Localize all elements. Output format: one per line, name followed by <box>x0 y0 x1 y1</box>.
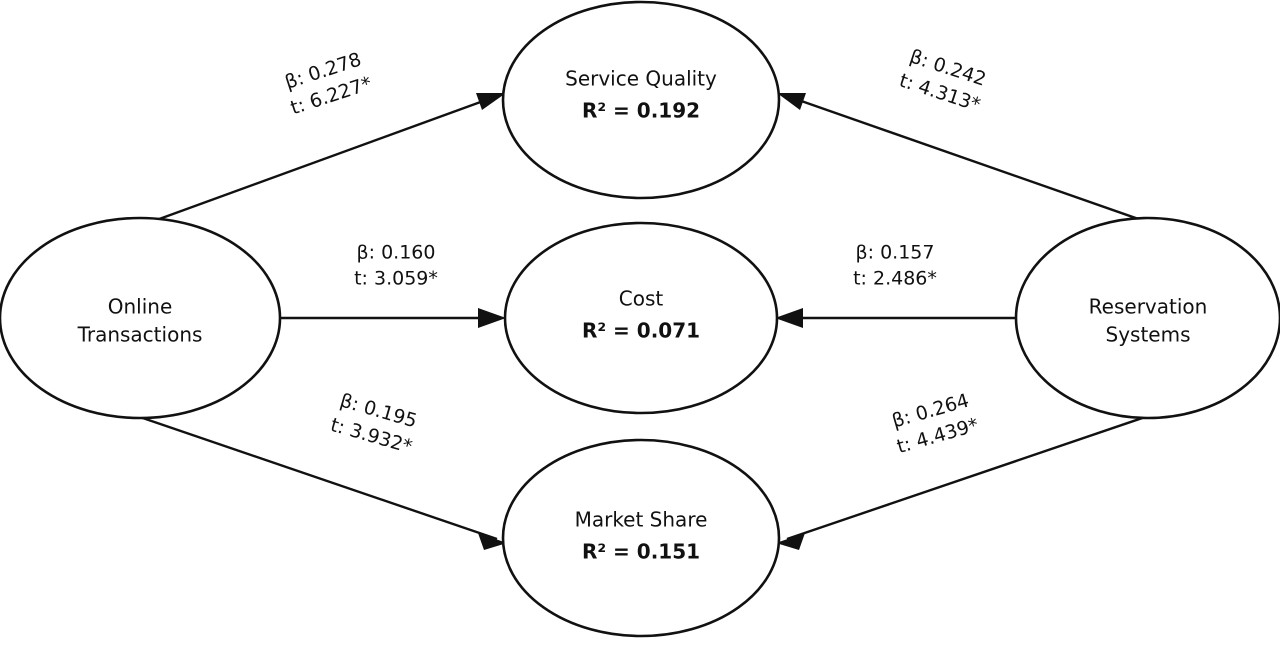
edge-online-transactions-to-service-quality <box>150 93 506 224</box>
edge-line <box>786 94 1148 224</box>
edge-label-online-transactions-to-cost: β: 0.160 t: 3.059* <box>354 242 438 290</box>
node-r2-value: R² = 0.151 <box>582 540 700 564</box>
arrowhead-icon <box>775 308 803 328</box>
node-label-line1: Cost <box>619 287 664 311</box>
node-reservation-systems[interactable]: Reservation Systems <box>1014 216 1280 420</box>
node-r2-value: R² = 0.192 <box>582 99 700 123</box>
node-label-line2: Transactions <box>77 323 203 347</box>
node-r2-value: R² = 0.071 <box>582 319 700 343</box>
edge-reservation-systems-to-service-quality <box>777 93 1148 224</box>
node-market-share[interactable]: Market Share R² = 0.151 <box>501 438 781 638</box>
node-online-transactions[interactable]: Online Transactions <box>0 216 282 420</box>
arrowhead-icon <box>777 93 806 110</box>
edge-reservation-systems-to-cost <box>775 308 1018 328</box>
edge-line <box>150 94 498 224</box>
node-shape <box>0 216 282 420</box>
beta-value: β: 0.160 <box>357 242 436 264</box>
edge-online-transactions-to-cost <box>268 308 506 328</box>
node-shape <box>1014 216 1280 420</box>
edge-label-online-transactions-to-market-share: β: 0.195 t: 3.932* <box>328 390 419 459</box>
node-shape <box>501 0 781 200</box>
t-value: t: 2.486* <box>853 268 937 290</box>
edge-line <box>786 410 1161 541</box>
node-label-line1: Online <box>108 295 173 319</box>
node-label-line1: Service Quality <box>565 67 717 91</box>
node-label-line2: Systems <box>1106 323 1191 347</box>
edge-online-transactions-to-market-share <box>130 412 507 550</box>
beta-value: β: 0.157 <box>856 242 935 264</box>
arrowhead-icon <box>478 308 506 328</box>
node-shape <box>503 221 779 415</box>
edge-label-reservation-systems-to-cost: β: 0.157 t: 2.486* <box>853 242 937 290</box>
edge-line <box>130 412 498 541</box>
node-label-line1: Market Share <box>575 508 708 532</box>
node-label-line1: Reservation <box>1089 295 1208 319</box>
t-value: t: 3.059* <box>354 268 438 290</box>
node-shape <box>501 438 781 638</box>
edge-label-reservation-systems-to-service-quality: β: 0.242 t: 4.313* <box>897 45 989 116</box>
edge-label-reservation-systems-to-market-share: β: 0.264 t: 4.439* <box>890 390 981 459</box>
node-cost[interactable]: Cost R² = 0.071 <box>503 221 779 415</box>
arrowhead-icon <box>476 93 506 110</box>
node-service-quality[interactable]: Service Quality R² = 0.192 <box>501 0 781 200</box>
arrowhead-icon <box>776 533 805 550</box>
edge-label-online-transactions-to-service-quality: β: 0.278 t: 6.227* <box>282 48 374 119</box>
edge-reservation-systems-to-market-share <box>776 410 1161 550</box>
arrowhead-icon <box>478 533 507 550</box>
